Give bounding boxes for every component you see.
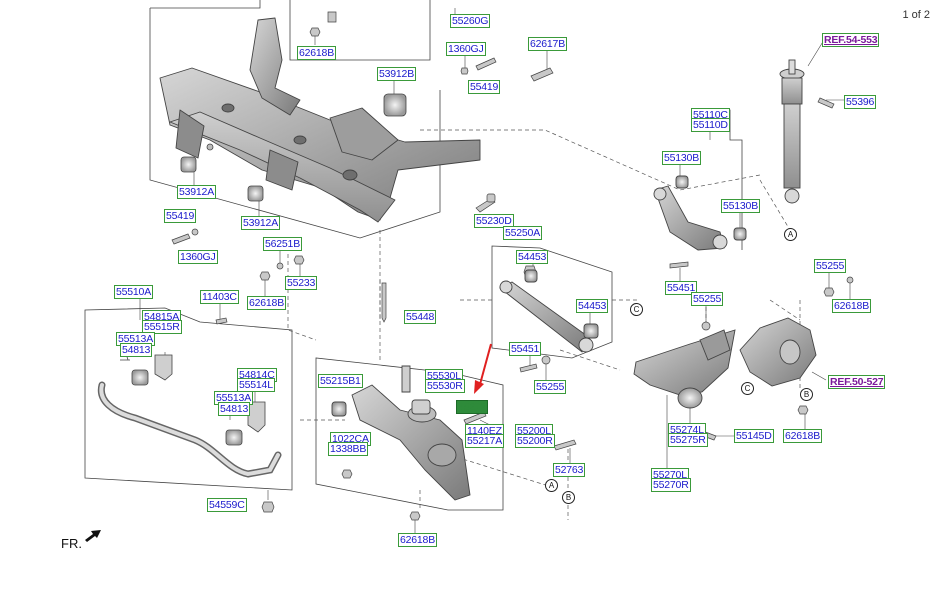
circle-marker: C <box>741 382 754 395</box>
part-label[interactable]: 62618B <box>297 46 337 60</box>
assist-arm <box>499 269 599 353</box>
circle-marker: A <box>784 228 797 241</box>
trailing-arm <box>633 329 736 409</box>
circle-marker: A <box>545 479 558 492</box>
lower-control-arm <box>331 365 471 501</box>
circle-marker: B <box>562 491 575 504</box>
part-label[interactable]: 62618B <box>783 429 823 443</box>
part-label[interactable]: 53912B <box>377 67 417 81</box>
rear-subframe <box>159 17 481 223</box>
part-label[interactable]: 1338BB <box>328 442 369 456</box>
part-label[interactable]: 55110D <box>691 118 730 132</box>
subframe-bushings <box>180 93 407 202</box>
part-label[interactable]: 55255 <box>814 259 847 273</box>
group-box-stabilizer <box>84 307 293 491</box>
part-label[interactable]: 55270R <box>651 478 691 492</box>
part-label[interactable]: 1360GJ <box>446 42 486 56</box>
part-label[interactable]: 55130B <box>662 151 702 165</box>
part-label[interactable]: 62618B <box>247 296 287 310</box>
ref-label[interactable]: REF.54-553 <box>822 33 880 47</box>
part-label[interactable]: 54813 <box>218 402 251 416</box>
part-label[interactable]: 56251B <box>263 237 303 251</box>
part-label[interactable]: 53912A <box>241 216 281 230</box>
part-label[interactable]: 62618B <box>832 299 872 313</box>
part-label[interactable]: 55255 <box>691 292 724 306</box>
part-label[interactable]: 55448 <box>404 310 437 324</box>
knuckle <box>739 317 817 393</box>
part-label[interactable]: 55419 <box>468 80 501 94</box>
callout-arrow <box>474 343 492 394</box>
stabilizer-parts <box>120 349 266 446</box>
part-label[interactable]: 55451 <box>665 281 698 295</box>
part-label[interactable]: 54453 <box>576 299 609 313</box>
part-label[interactable]: 53912A <box>177 185 217 199</box>
stabilizer-bar <box>97 381 282 478</box>
part-label[interactable]: 62617B <box>528 37 568 51</box>
part-label[interactable]: 55215B1 <box>318 374 363 388</box>
part-label[interactable]: 55145D <box>734 429 774 443</box>
part-label[interactable]: 62618B <box>398 533 438 547</box>
shock-absorber <box>779 59 805 204</box>
part-label[interactable]: 55130B <box>721 199 761 213</box>
part-label[interactable]: 11403C <box>200 290 239 304</box>
part-label[interactable]: 55250A <box>503 226 543 240</box>
part-label[interactable]: 55217A <box>465 434 505 448</box>
orientation-label: FR. <box>61 536 82 551</box>
group-box-assist-arm <box>491 245 613 359</box>
part-label[interactable]: 55260G <box>450 14 491 28</box>
part-label[interactable]: 55275R <box>668 433 708 447</box>
part-label[interactable]: 55419 <box>164 209 197 223</box>
part-label-selected[interactable]: 55272 <box>456 400 489 414</box>
part-label[interactable]: 55396 <box>844 95 877 109</box>
part-label[interactable]: 1360GJ <box>178 250 218 264</box>
part-label[interactable]: 54453 <box>516 250 549 264</box>
part-label[interactable]: 55230D <box>474 214 514 228</box>
part-label[interactable]: 55451 <box>509 342 542 356</box>
part-label[interactable]: 55515R <box>142 320 182 334</box>
circle-marker: C <box>630 303 643 316</box>
circle-marker: B <box>800 388 813 401</box>
part-label[interactable]: 52763 <box>553 463 586 477</box>
part-label[interactable]: 55514L <box>237 378 275 392</box>
page-indicator: 1 of 2 <box>902 9 930 21</box>
group-box-crossmember <box>149 0 441 239</box>
part-label[interactable]: 54813 <box>120 343 153 357</box>
upper-control-arm <box>653 175 747 251</box>
part-label[interactable]: 55200R <box>515 434 555 448</box>
part-label[interactable]: 55530R <box>425 379 465 393</box>
ref-label[interactable]: REF.50-527 <box>828 375 886 389</box>
part-label[interactable]: 54559C <box>207 498 247 512</box>
part-label[interactable]: 55510A <box>114 285 154 299</box>
part-label[interactable]: 55255 <box>534 380 567 394</box>
fasteners <box>171 11 854 521</box>
part-label[interactable]: 55233 <box>285 276 318 290</box>
forward-arrow-icon <box>85 530 101 542</box>
